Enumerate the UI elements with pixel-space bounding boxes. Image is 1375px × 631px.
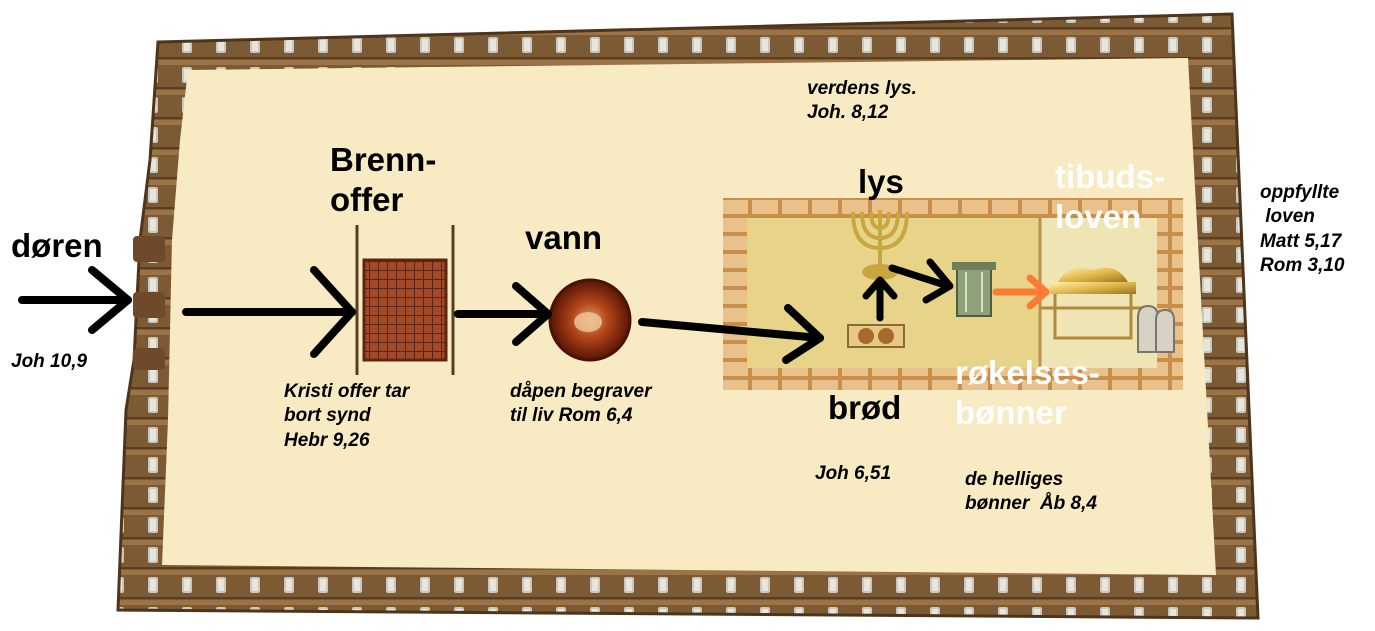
arrow-bread-to-light [862,276,898,322]
door-reference: Joh 10,9 [11,351,88,372]
law-label: tibuds- loven [1055,158,1165,236]
law-tablets-icon [1137,304,1175,353]
incense-altar-icon [952,262,996,317]
path-arrows [18,258,1050,364]
laver-label: vann [525,219,603,256]
altar-label: Brenn- offer [330,141,437,219]
law-note: oppfyllte loven Matt 5,17 Rom 3,10 [1260,182,1345,276]
laver-note: dåpen begraver til liv Rom 6,4 [510,381,652,427]
light-reference: verdens lys. Joh. 8,12 [807,78,917,124]
bread-reference: Joh 6,51 [815,463,892,484]
arrow-to-altar [182,266,356,358]
incense-label: røkelses- bønner [955,354,1100,432]
arrow-into-gate [18,266,132,334]
incense-note: de helliges bønner Åb 8,4 [965,469,1097,515]
altar-grate-icon [355,225,455,375]
ark-of-covenant-icon [1040,267,1150,340]
laver-basin-icon [548,278,632,362]
arrow-incense-to-ark [992,274,1050,310]
arrow-light-to-incense [888,258,954,304]
arrow-to-laver [454,282,552,346]
bread-label: brød [828,389,902,426]
showbread-icon [847,324,905,348]
arrow-into-sanctuary [638,304,824,364]
lampstand-label: lys [858,163,904,200]
gate-posts [133,236,165,370]
courtyard-floor [162,58,1216,575]
altar-note: Kristi offer tar bort synd Hebr 9,26 [284,381,410,451]
door-label: døren [11,227,103,264]
